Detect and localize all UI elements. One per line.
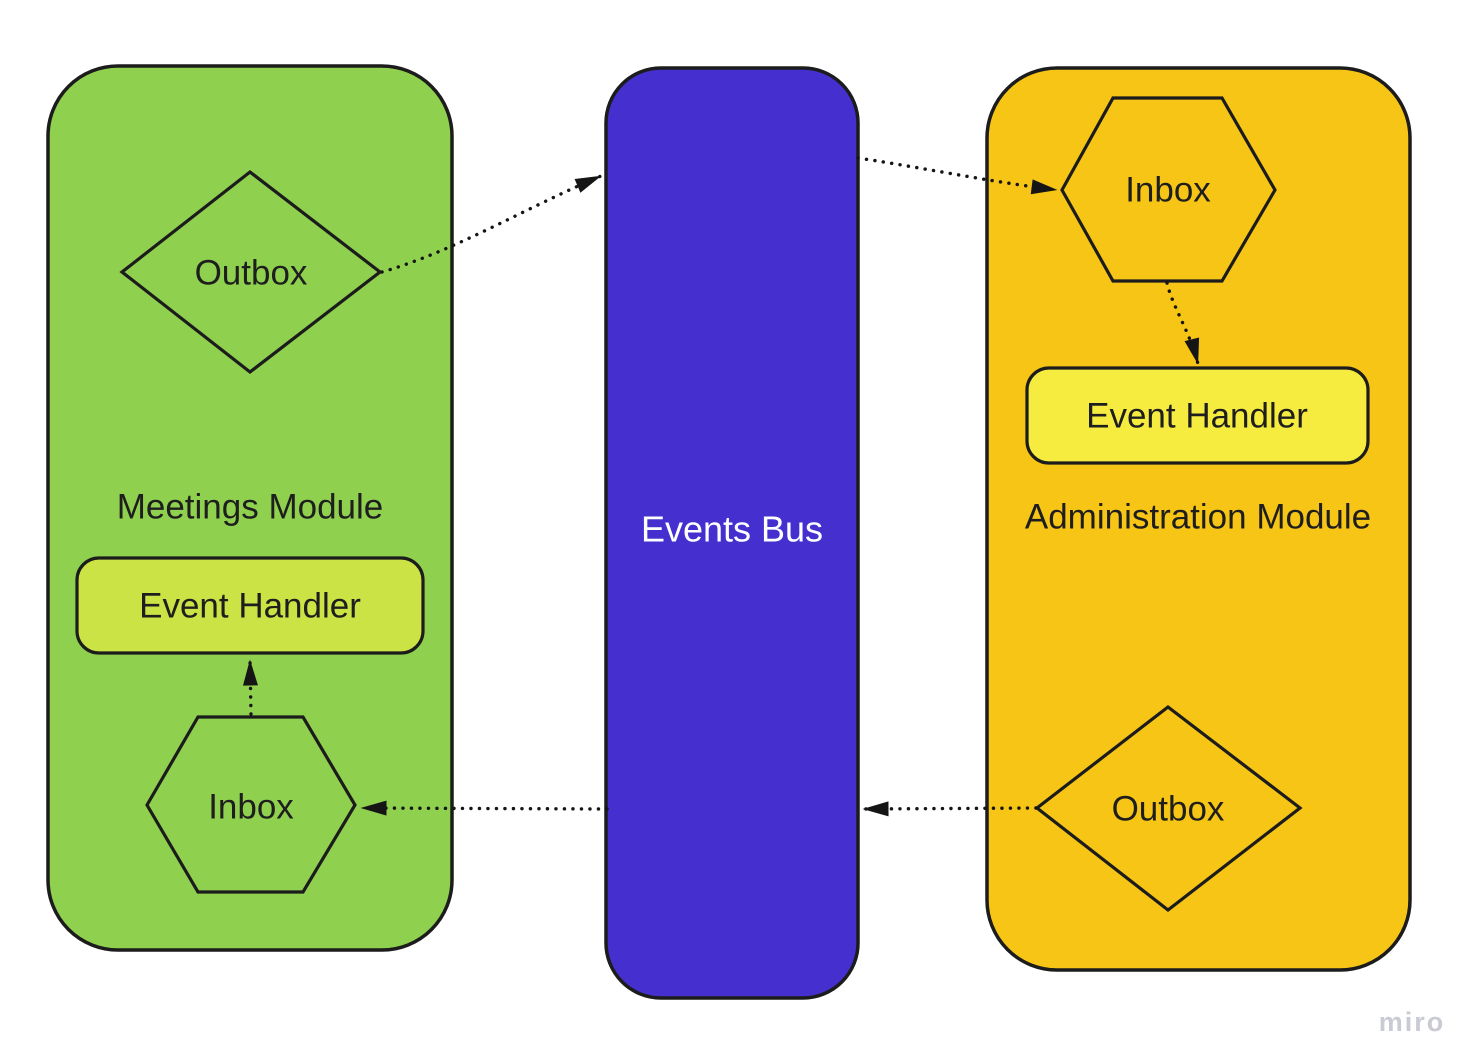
arrow-administration-outbox-to-bus (861, 801, 1038, 817)
arrow-meetings-inbox-to-event-handler (242, 658, 258, 716)
meetings-module: Meetings Module Outbox Event Handler Inb… (46, 64, 454, 952)
administration-event-handler-label: Event Handler (1086, 397, 1308, 436)
administration-module-title: Administration Module (1025, 498, 1371, 537)
events-bus-title: Events Bus (641, 509, 823, 550)
events-bus-container (604, 66, 860, 1000)
administration-module: Administration Module Inbox Event Handle… (985, 66, 1412, 972)
administration-outbox-label: Outbox (1112, 790, 1225, 829)
administration-module-container (985, 66, 1412, 972)
arrow-bus-to-meetings-inbox (359, 800, 609, 816)
administration-inbox-hexagon (1060, 96, 1277, 283)
administration-outbox-diamond (1034, 704, 1303, 913)
meetings-outbox-label: Outbox (195, 254, 308, 293)
meetings-event-handler-label: Event Handler (139, 587, 361, 626)
arrow-administration-inbox-to-event-handler (1165, 281, 1200, 366)
meetings-inbox-label: Inbox (208, 788, 294, 827)
connection-arrows (242, 156, 1200, 817)
meetings-outbox-diamond (119, 169, 383, 375)
administration-event-handler-box (1025, 366, 1370, 465)
events-bus: Events Bus (604, 66, 860, 1000)
administration-inbox-label: Inbox (1125, 171, 1211, 210)
meetings-inbox-hexagon (145, 715, 357, 894)
arrow-bus-to-administration-inbox (856, 156, 1059, 195)
meetings-module-title: Meetings Module (117, 488, 384, 527)
meetings-event-handler-box (75, 556, 425, 655)
miro-watermark: miro (1379, 1007, 1446, 1037)
